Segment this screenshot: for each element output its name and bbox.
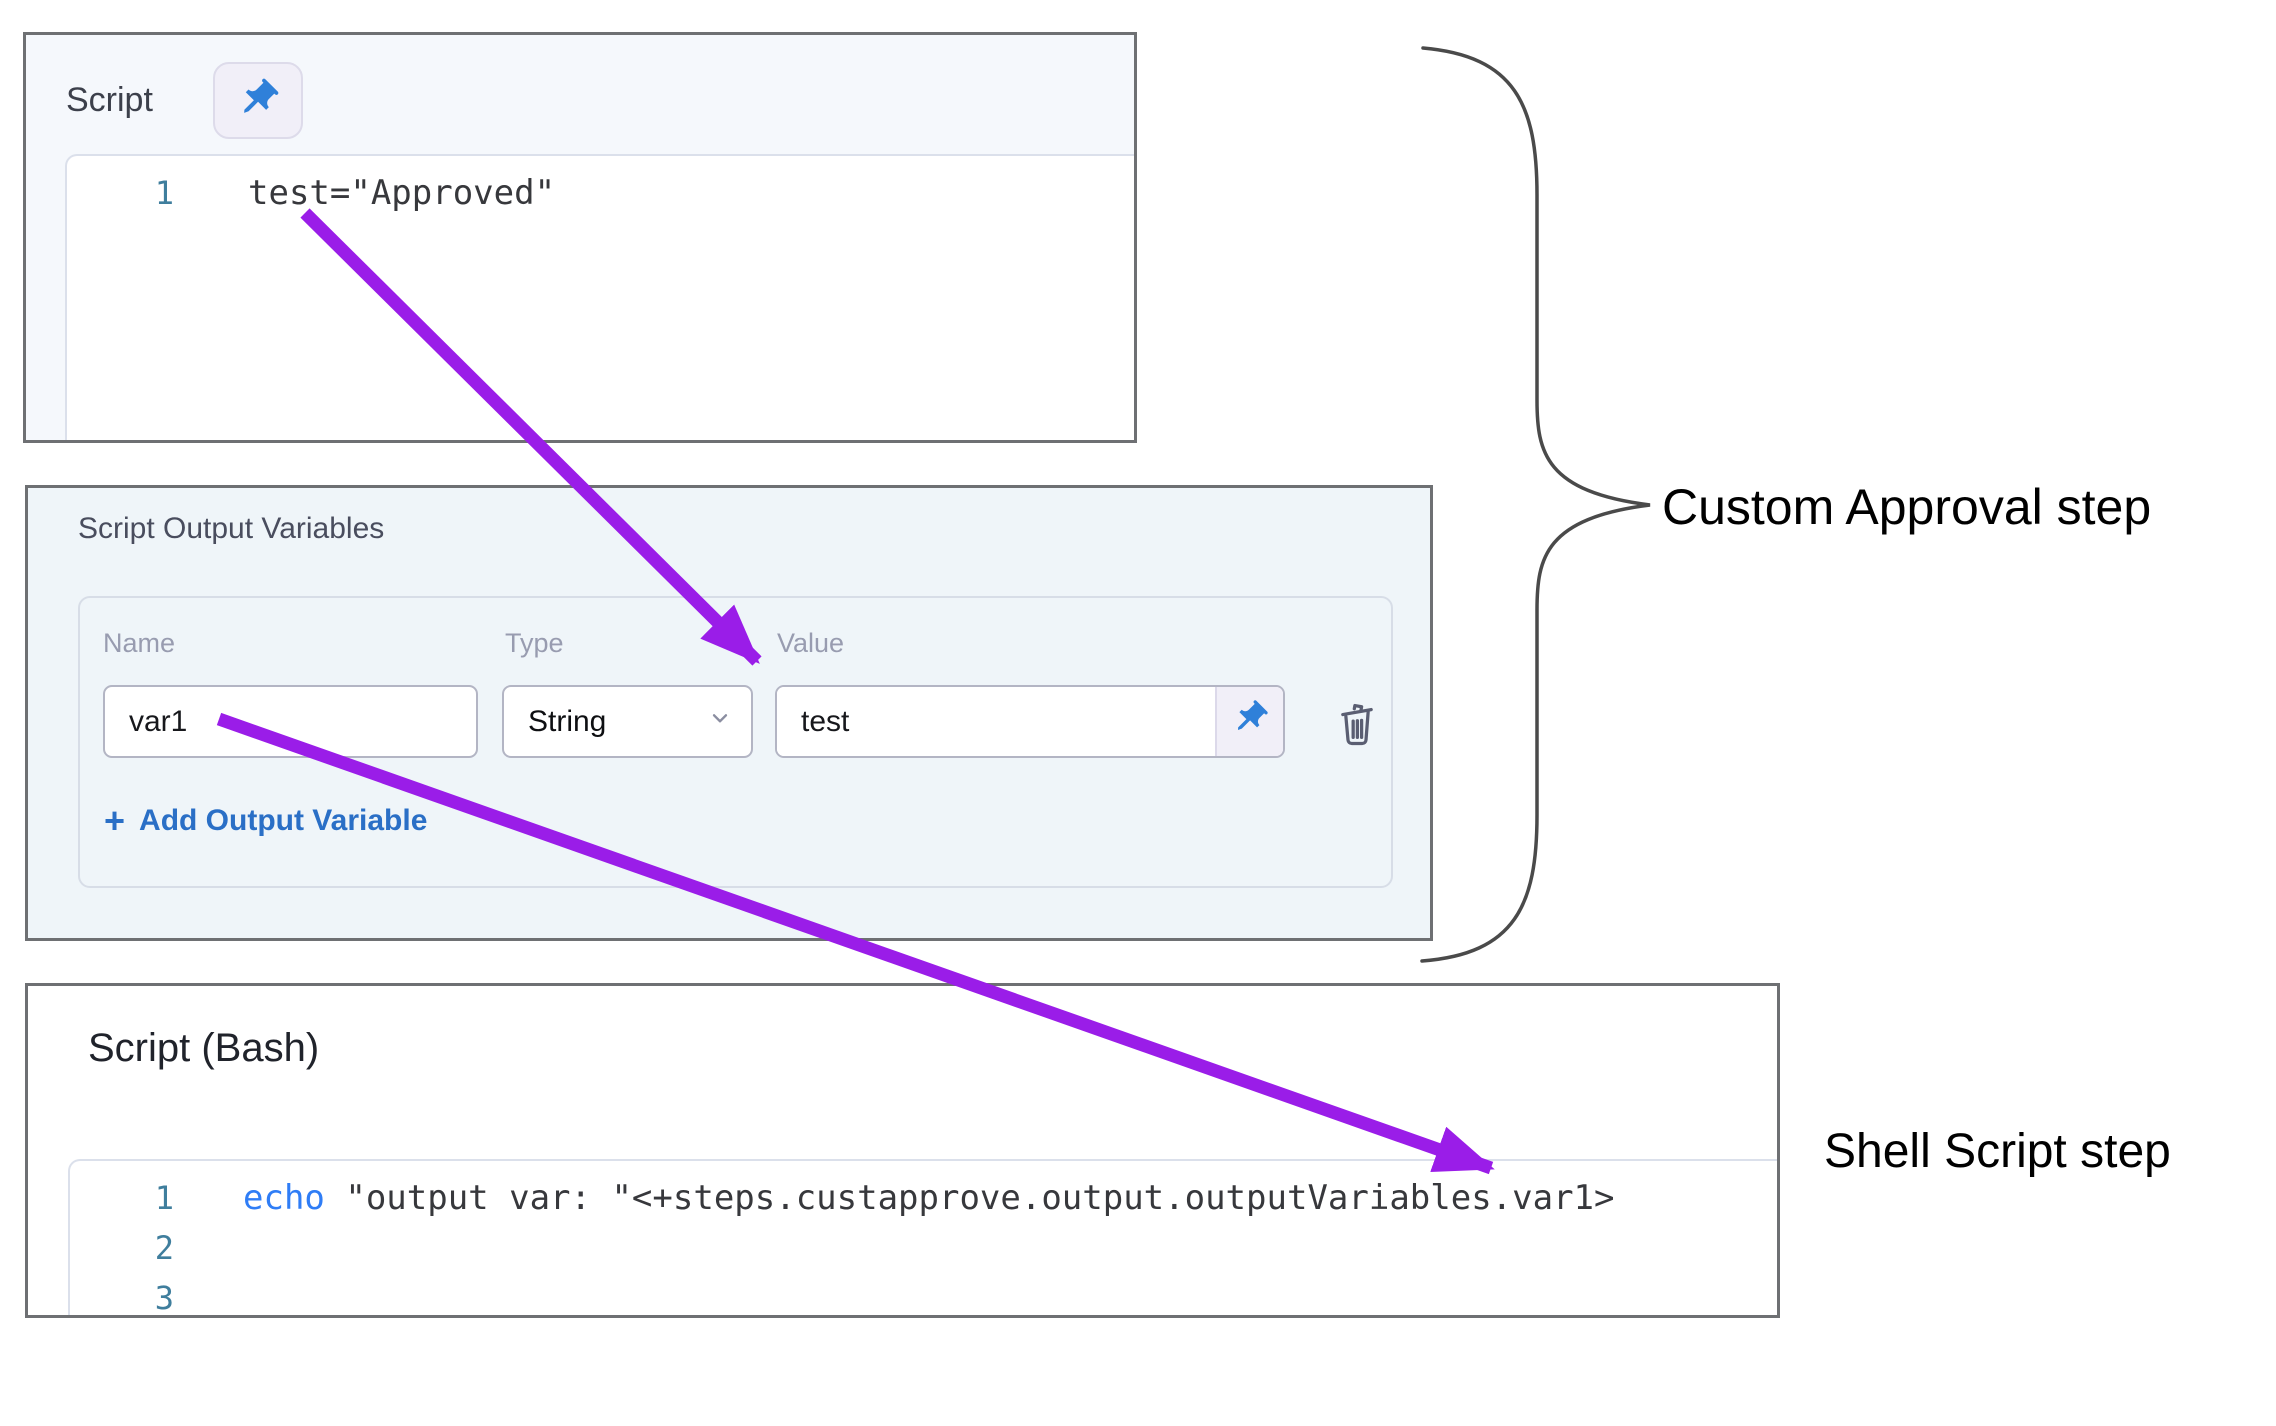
curly-brace [1420,46,1651,963]
variable-value-input[interactable] [777,687,1215,756]
shell-code-editor[interactable]: 1 echo "output var: "<+steps.custapprove… [68,1159,1777,1315]
trash-icon [1334,698,1380,751]
line-number: 2 [154,1229,174,1267]
shell-script-step-label: Shell Script step [1824,1125,2171,1178]
code-line: 1 echo "output var: "<+steps.custapprove… [70,1173,1777,1223]
variables-panel-title: Script Output Variables [78,512,385,545]
script-code-editor[interactable]: 1 test="Approved" [65,154,1134,440]
custom-approval-step-label: Custom Approval step [1662,479,2152,535]
value-column-label: Value [777,628,845,658]
name-column-label: Name [103,628,176,658]
script-output-variables-panel: Script Output Variables Name Type Value … [25,485,1433,941]
type-select-value: String [528,704,607,738]
pushpin-icon [235,76,281,125]
delete-variable-button[interactable] [1331,696,1383,752]
plus-icon: + [104,800,126,841]
script-pin-button[interactable] [213,62,303,139]
add-output-variable-label: Add Output Variable [139,804,428,837]
line-number: 1 [154,174,174,212]
shell-panel-title: Script (Bash) [88,1026,320,1070]
script-panel-title: Script [66,81,153,119]
code-rest: "output var: "<+steps.custapprove.output… [324,1178,1615,1218]
code-line: 2 [70,1223,1777,1273]
chevron-down-icon [707,705,733,739]
pushpin-icon [1230,698,1270,746]
script-panel: Script 1 test="Approved" [23,32,1137,443]
line-number: 3 [154,1279,174,1315]
type-column-label: Type [505,628,564,658]
code-line: 3 [70,1273,1777,1315]
keyword-echo: echo [243,1178,325,1218]
variables-card: Name Type Value String [78,596,1393,888]
line-number: 1 [154,1179,174,1217]
code-text: echo "output var: "<+steps.custapprove.o… [174,1178,1614,1218]
variable-value-field [775,685,1285,758]
value-pin-button[interactable] [1215,687,1283,756]
add-output-variable-button[interactable]: + Add Output Variable [104,800,428,841]
code-line: 1 test="Approved" [67,168,1134,218]
variable-name-input[interactable] [103,685,478,758]
variable-type-select[interactable]: String [502,685,753,758]
shell-script-panel: Script (Bash) 1 echo "output var: "<+ste… [25,983,1780,1318]
code-text: test="Approved" [248,173,556,213]
